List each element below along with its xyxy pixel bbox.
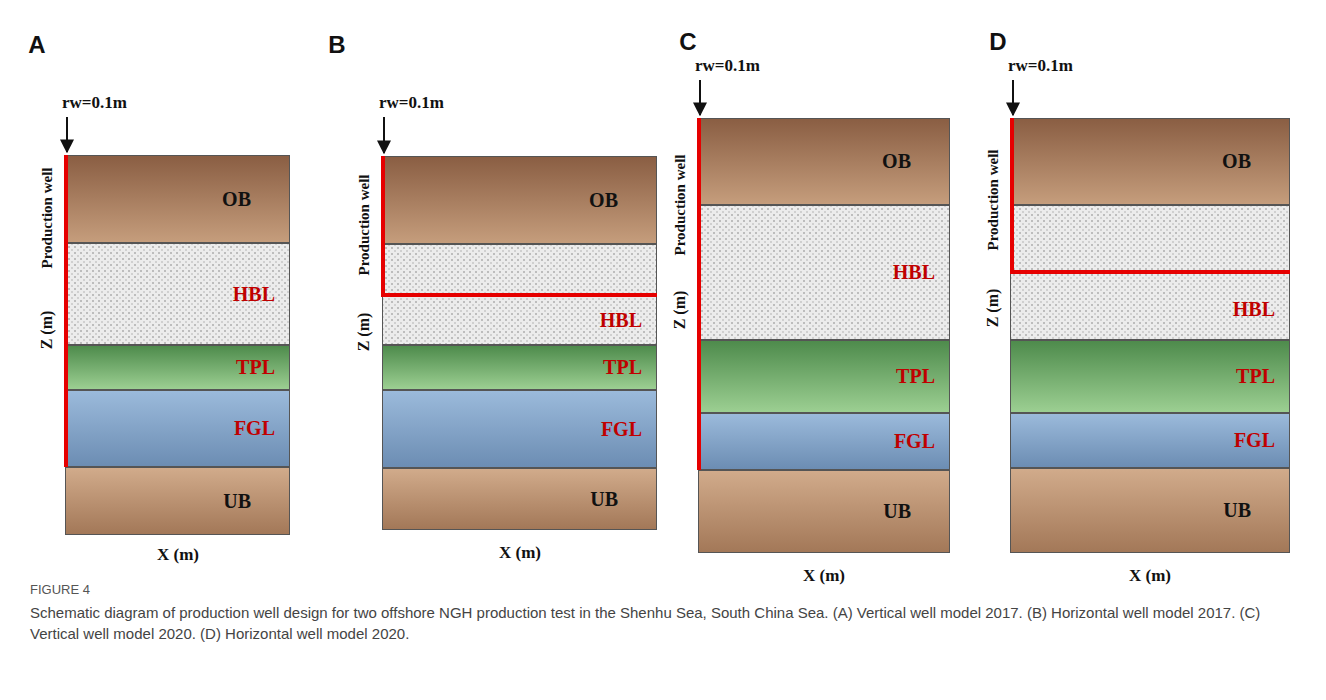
panel-letter: C (679, 28, 696, 56)
horizontal-well (1012, 118, 1290, 272)
layer-label: FGL (234, 417, 275, 440)
axis-label: X (m) (499, 543, 541, 563)
stratum-band: TPL (1010, 340, 1290, 413)
layer-label: UB (1223, 499, 1251, 522)
stratum-band: TPL (382, 345, 657, 390)
panel-letter: A (28, 31, 45, 59)
axis-label: Z (m) (984, 289, 1002, 328)
panel-letter: B (328, 31, 345, 59)
layer-label: HBL (1233, 298, 1275, 321)
well-radius-label: rw=0.1m (379, 93, 444, 113)
well-axis-label: Production well (985, 150, 1002, 251)
stratum-band: HBL (382, 244, 657, 345)
layer-label: UB (223, 490, 251, 513)
stratum-band: FGL (1010, 413, 1290, 468)
well-axis-label: Production well (39, 168, 56, 269)
well-radius-label: rw=0.1m (62, 93, 127, 113)
radius-arrow (66, 117, 68, 152)
layer-label: TPL (236, 356, 275, 379)
well-radius-label: rw=0.1m (1008, 56, 1073, 76)
layer-label: TPL (1236, 365, 1275, 388)
vertical-well (64, 155, 68, 467)
layer-label: FGL (1234, 429, 1275, 452)
well-radius-label: rw=0.1m (695, 56, 760, 76)
axis-label: X (m) (1129, 566, 1171, 586)
stratum-band: OB (65, 155, 290, 243)
well-axis-label: Production well (356, 175, 373, 276)
axis-label: X (m) (157, 545, 199, 565)
layer-label: HBL (233, 283, 275, 306)
layer-label: OB (1222, 150, 1251, 173)
radius-arrow (383, 117, 385, 153)
layer-label: UB (883, 500, 911, 523)
stratum-band: HBL (698, 205, 950, 340)
stratum-band: OB (382, 156, 657, 244)
stratum-band: FGL (65, 390, 290, 467)
stratum-band: UB (382, 468, 657, 530)
layer-label: OB (222, 188, 251, 211)
production-wells (66, 118, 1290, 470)
stratum-band: TPL (698, 340, 950, 413)
axis-label: Z (m) (671, 291, 689, 330)
layer-label: HBL (600, 309, 642, 332)
stratum-band: UB (1010, 468, 1290, 553)
stratum-band: HBL (65, 243, 290, 345)
layer-label: FGL (601, 418, 642, 441)
stratum-band: TPL (65, 345, 290, 390)
axis-label: Z (m) (38, 311, 56, 350)
stratum-band: UB (65, 467, 290, 535)
figure-caption: Schematic diagram of production well des… (30, 602, 1298, 644)
axis-label: Z (m) (355, 313, 373, 352)
layer-label: HBL (893, 261, 935, 284)
layer-label: OB (882, 150, 911, 173)
layer-label: TPL (603, 356, 642, 379)
radius-arrow (699, 80, 701, 115)
figure-number: FIGURE 4 (30, 582, 90, 597)
layer-label: TPL (896, 365, 935, 388)
vertical-well (697, 118, 701, 470)
well-radius-arrows (67, 80, 1013, 153)
layer-label: FGL (894, 430, 935, 453)
stratum-band: OB (1010, 118, 1290, 205)
axis-label: X (m) (803, 566, 845, 586)
panel-letter: D (989, 28, 1006, 56)
stratum-band: HBL (1010, 205, 1290, 340)
layer-label: UB (590, 488, 618, 511)
stratum-band: FGL (382, 390, 657, 468)
layer-label: OB (589, 189, 618, 212)
well-axis-label: Production well (672, 155, 689, 256)
stratum-band: OB (698, 118, 950, 205)
radius-arrow (1012, 80, 1014, 115)
horizontal-well (383, 156, 657, 295)
stratum-band: FGL (698, 413, 950, 470)
stratum-band: UB (698, 470, 950, 553)
